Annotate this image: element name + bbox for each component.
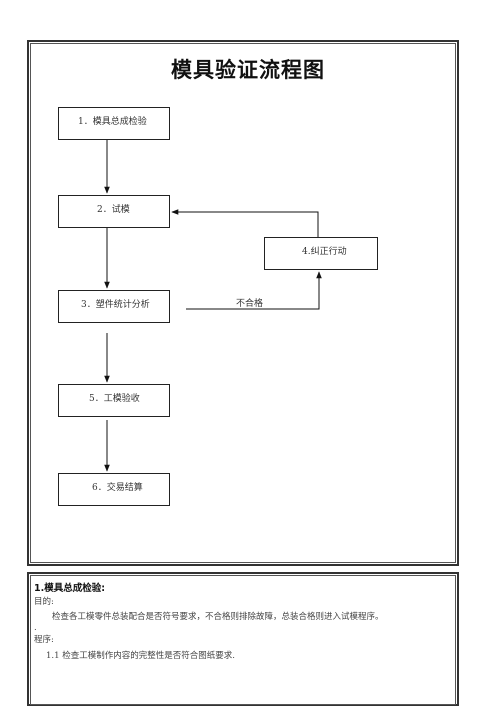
purpose-label: 目的:: [34, 597, 54, 607]
separator-dot: .: [34, 623, 37, 633]
step-box-part-statistical-analysis: 3．塑件统计分析: [58, 290, 170, 323]
step-label: 3．塑件统计分析: [81, 300, 150, 310]
step-box-transaction-settlement: 6．交易结算: [58, 473, 170, 506]
step-box-mold-acceptance: 5．工模验收: [58, 384, 170, 417]
flowchart-inner-frame: [30, 43, 456, 563]
step-label: 1．模具总成检验: [78, 117, 147, 127]
section-heading: 1.模具总成检验:: [34, 583, 106, 594]
step-label: 4.纠正行动: [302, 247, 347, 257]
arrow-step4-to-step2: [171, 209, 319, 237]
procedure-label: 程序:: [34, 635, 54, 645]
section-inner-frame: [30, 575, 456, 705]
step-box-trial-molding: 2．试模: [58, 195, 170, 228]
flowchart-outer-frame: [27, 40, 459, 566]
fail-label: 不合格: [236, 299, 264, 309]
step-box-corrective-action: 4.纠正行动: [264, 237, 378, 270]
procedure-item: 1.1 检查工模制作内容的完整性是否符合图纸要求.: [46, 651, 235, 661]
arrow-step3-to-step4: [186, 271, 322, 310]
step-label: 5．工模验收: [89, 394, 140, 404]
step-box-mold-assembly-inspection: 1．模具总成检验: [58, 107, 170, 140]
purpose-text: 检查各工模零件总装配合是否符号要求，不合格则排除故障，总装合格则进入试模程序。: [52, 612, 384, 622]
flowchart-title: 模具验证流程图: [171, 58, 325, 82]
step-label: 6．交易结算: [92, 483, 143, 493]
step-label: 2．试模: [97, 205, 130, 215]
